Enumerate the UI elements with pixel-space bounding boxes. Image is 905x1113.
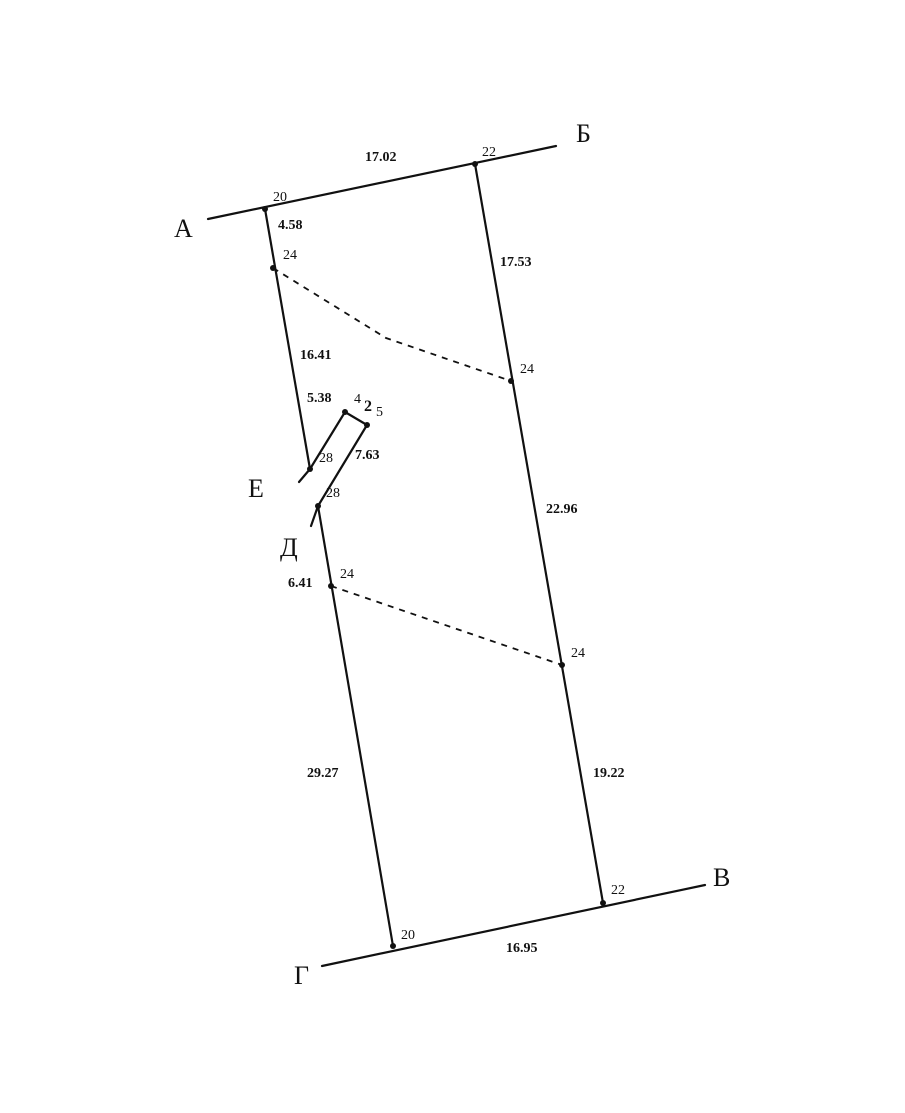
elevation-left-dash1: 24 xyxy=(283,248,297,263)
distance-bottom: 16.95 xyxy=(506,941,538,956)
point-a-top xyxy=(262,206,268,212)
corner-label-g: Г xyxy=(294,961,309,990)
distance-left-bottom: 29.27 xyxy=(307,766,339,781)
point-left-dash2 xyxy=(328,583,334,589)
point-e xyxy=(307,466,313,472)
distance-notch-inner: 7.63 xyxy=(355,448,380,463)
distance-right-top: 17.53 xyxy=(500,255,532,270)
left-lower-stub xyxy=(309,504,320,528)
point-d xyxy=(315,503,321,509)
left-lower-line xyxy=(316,504,395,948)
point-notch-b xyxy=(364,422,370,428)
point-v-bottom xyxy=(600,900,606,906)
elevation-right-dash2: 24 xyxy=(571,646,585,661)
corner-label-d: Д xyxy=(280,533,298,562)
notch-top-line xyxy=(343,410,369,427)
notch-inner-line xyxy=(316,423,369,508)
corner-label-b: Б xyxy=(576,119,591,148)
elevation-g-bottom: 20 xyxy=(401,928,415,943)
point-notch-a xyxy=(342,409,348,415)
point-left-dash1 xyxy=(270,265,276,271)
corner-label-v: В xyxy=(713,863,730,892)
corner-label-e: Е xyxy=(248,474,264,503)
line-g-v xyxy=(320,883,707,968)
distance-right-mid: 22.96 xyxy=(546,502,578,517)
distance-labels: 17.02 16.95 4.58 16.41 5.38 7.63 6.41 29… xyxy=(278,150,625,956)
point-b-top xyxy=(472,161,478,167)
distance-left-lower: 6.41 xyxy=(288,576,313,591)
point-g-bottom xyxy=(390,943,396,949)
point-right-dash2 xyxy=(559,662,565,668)
corner-labels: А Б В Г Д Е xyxy=(174,119,730,990)
elevation-e-point: 28 xyxy=(319,451,333,466)
elevation-a-top: 20 xyxy=(273,190,287,205)
distance-left-top: 4.58 xyxy=(278,218,303,233)
elevation-notch-a: 4 xyxy=(354,392,361,407)
elevation-labels: 20 22 24 24 4 2 5 28 28 24 24 22 20 xyxy=(273,145,625,943)
notch-outer-line xyxy=(308,410,347,471)
elevation-notch-c: 5 xyxy=(376,405,383,420)
elevation-b-top: 22 xyxy=(482,145,496,160)
survey-points xyxy=(262,161,606,949)
left-upper-line xyxy=(263,207,312,471)
elevation-left-dash2: 24 xyxy=(340,567,354,582)
boundary-lines xyxy=(206,144,707,968)
elevation-notch-b: 2 xyxy=(364,398,372,415)
distance-top: 17.02 xyxy=(365,150,397,165)
elevation-v-bottom: 22 xyxy=(611,883,625,898)
dashed-line-upper xyxy=(272,267,512,382)
dashed-line-lower xyxy=(330,585,563,666)
distance-left-mid: 16.41 xyxy=(300,348,332,363)
distance-right-bottom: 19.22 xyxy=(593,766,625,781)
right-side-line xyxy=(473,162,605,905)
elevation-right-dash1: 24 xyxy=(520,362,534,377)
distance-left-short: 5.38 xyxy=(307,391,332,406)
point-right-dash1 xyxy=(508,378,514,384)
dashed-lines xyxy=(272,267,563,666)
corner-label-a: А xyxy=(174,214,193,243)
elevation-d-point: 28 xyxy=(326,486,340,501)
